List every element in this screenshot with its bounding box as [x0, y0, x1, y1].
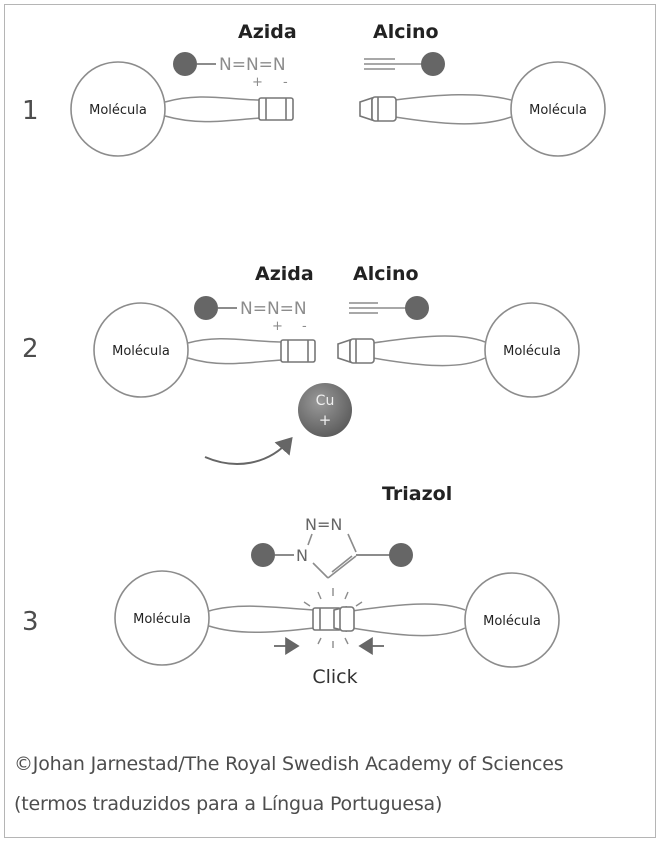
buckle-joined-icon	[312, 605, 355, 633]
molecule-right	[510, 61, 606, 157]
triazole-label: Triazol	[382, 483, 452, 505]
azide-label: Azida	[255, 263, 314, 285]
tether-line	[394, 116, 512, 125]
step-2: 2 Azida Alcino N=N=N + - Molécula Molécu…	[22, 263, 580, 465]
tether-line	[208, 625, 315, 634]
triple-bond-icon	[349, 302, 406, 314]
curved-arrow-icon	[204, 436, 293, 465]
ring-atom-left: N	[296, 546, 308, 565]
triazole-left-ball	[251, 543, 275, 567]
triple-bond-icon	[364, 58, 422, 70]
tether-line	[394, 93, 512, 101]
step-number: 1	[22, 96, 39, 126]
azide-formula: N=N=N	[219, 55, 286, 75]
tether-line	[351, 603, 466, 612]
tether-line	[372, 357, 486, 367]
tether-line	[208, 605, 315, 612]
alkyne-ball	[421, 52, 445, 76]
catalyst-symbol: Cu	[316, 393, 335, 409]
buckle-female-icon	[280, 339, 316, 363]
molecule-right-label: Molécula	[503, 344, 561, 359]
charge-plus: +	[252, 75, 263, 90]
step-3: 3 Triazol N N=N Molécula Molécula	[22, 483, 560, 688]
azide-formula: N=N=N	[240, 299, 307, 319]
azide-label: Azida	[238, 21, 297, 43]
step-1: 1 Azida Alcino N=N=N + - Molécula Molécu…	[22, 21, 606, 157]
azide-ball	[173, 52, 197, 76]
buckle-male-icon	[337, 338, 375, 364]
molecule-left	[70, 61, 166, 157]
tether-line	[187, 338, 283, 344]
credit-line-1: ©Johan Jarnestad/The Royal Swedish Acade…	[14, 753, 564, 775]
azide-ball	[194, 296, 218, 320]
credit-line-2: (termos traduzidos para a Língua Portugu…	[14, 793, 443, 815]
catalyst-charge: +	[319, 411, 332, 429]
alkyne-label: Alcino	[353, 263, 419, 285]
molecule-left-label: Molécula	[133, 612, 191, 627]
copper-catalyst-ball	[298, 383, 352, 437]
figure-frame	[4, 4, 656, 838]
tether-line	[187, 357, 283, 365]
click-label: Click	[312, 666, 357, 688]
charge-minus: -	[302, 319, 307, 334]
charge-minus: -	[283, 75, 288, 90]
charge-plus: +	[272, 319, 283, 334]
buckle-female-icon	[258, 97, 294, 121]
triazole-ring-icon	[307, 533, 357, 579]
molecule-right	[484, 302, 580, 398]
molecule-right-label: Molécula	[529, 103, 587, 118]
tether-line	[164, 115, 261, 123]
tether-line	[351, 627, 466, 637]
molecule-left-label: Molécula	[89, 103, 147, 118]
molecule-left	[93, 302, 189, 398]
alkyne-ball	[405, 296, 429, 320]
molecule-right	[464, 572, 560, 668]
alkyne-label: Alcino	[373, 21, 439, 43]
triazole-right-ball	[389, 543, 413, 567]
step-number: 2	[22, 334, 39, 364]
molecule-left	[114, 570, 210, 666]
molecule-left-label: Molécula	[112, 344, 170, 359]
molecule-right-label: Molécula	[483, 614, 541, 629]
step-number: 3	[22, 607, 39, 637]
ring-atom-top: N=N	[305, 515, 342, 534]
click-spark-icon	[303, 588, 363, 648]
buckle-male-icon	[359, 96, 397, 122]
tether-line	[372, 335, 486, 344]
tether-line	[164, 96, 261, 103]
